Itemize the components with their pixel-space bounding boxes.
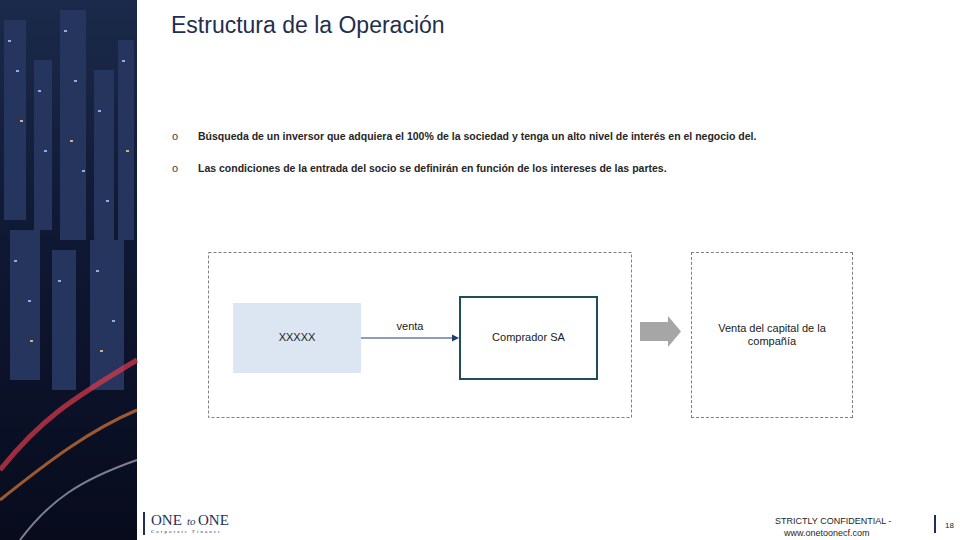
logo-word: ONE [198, 512, 229, 529]
road-glow [0, 360, 137, 470]
node-text: Venta del capital de la compañía [703, 322, 841, 348]
flow-arrow [361, 335, 459, 342]
logo-bar [143, 512, 145, 535]
road-glow [0, 410, 137, 500]
edge-label: venta [395, 320, 426, 332]
dashed-group [209, 253, 632, 418]
logo-tagline: Corporate Finance [151, 529, 222, 534]
buyer-box: Comprador SA [459, 296, 598, 380]
node-text-wrap: XXXXX [279, 331, 316, 344]
website: www.onetoonecf.com [784, 528, 870, 538]
logo-word: ONE [151, 512, 182, 529]
city-photo [0, 0, 137, 540]
node-text-wrap: Comprador SA [492, 331, 565, 344]
road-glow [20, 460, 137, 540]
bullet-text: Las condiciones de la entrada del socio … [198, 162, 667, 174]
city-buildings [4, 10, 134, 390]
bullet-text: Búsqueda de un inversor que adquiera el … [198, 130, 756, 142]
node-text-wrap: Venta del capital de la compañía [703, 322, 841, 348]
city-lights-warm [20, 120, 129, 352]
connector-line [361, 338, 453, 339]
logo-word: to [187, 515, 196, 527]
slide-title: Estructura de la Operación [171, 12, 445, 39]
page-number: 18 [945, 521, 954, 530]
city-lights [8, 30, 125, 322]
arrow-head [452, 335, 459, 342]
entity-box: XXXXX [233, 303, 361, 373]
block-arrow [640, 316, 681, 347]
node-text: XXXXX [279, 331, 316, 344]
confidential-note: STRICTLY CONFIDENTIAL - [775, 516, 891, 526]
page-bar [934, 515, 936, 533]
result-box: Venta del capital de la compañía [691, 252, 853, 418]
bullet-mark: o [172, 162, 178, 174]
bullet-mark: o [172, 130, 178, 142]
node-text: Comprador SA [492, 331, 565, 344]
